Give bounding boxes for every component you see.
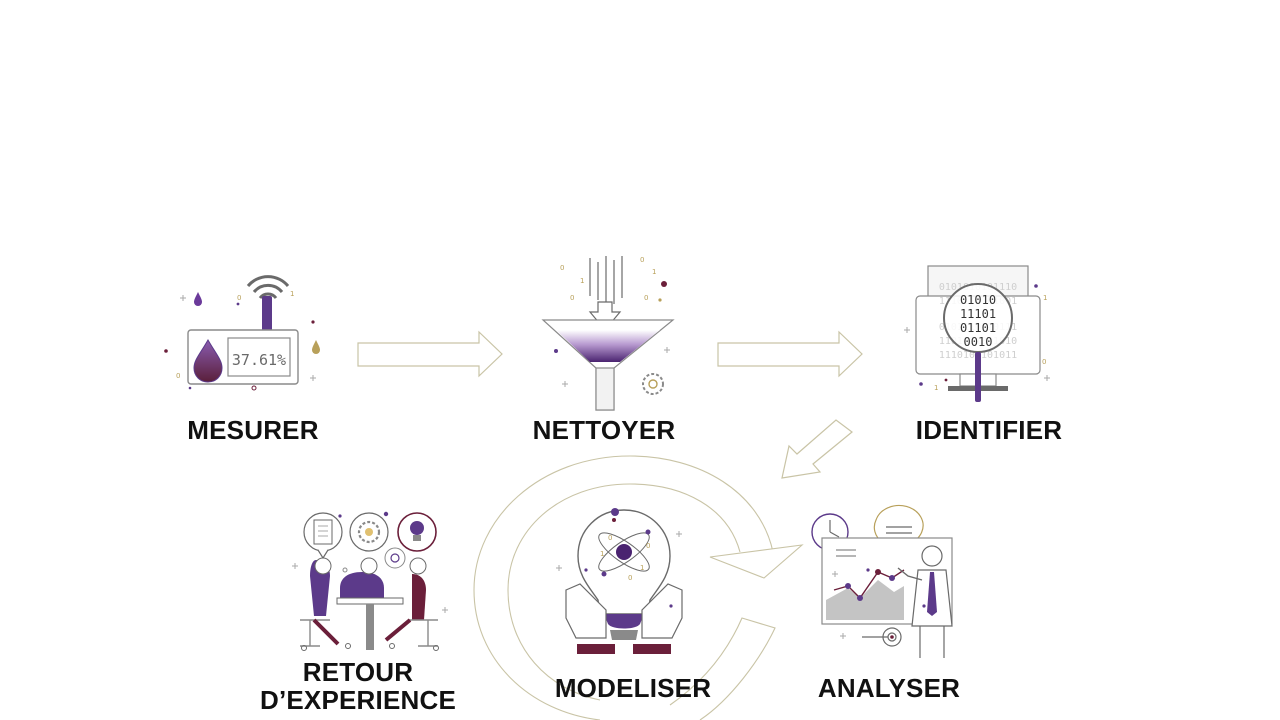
svg-text:01010: 01010 <box>960 293 996 307</box>
svg-text:01101: 01101 <box>960 321 996 335</box>
svg-text:1: 1 <box>652 268 656 276</box>
svg-text:1: 1 <box>1043 294 1047 302</box>
step-label-analyser: ANALYSER <box>817 673 961 703</box>
step-label-identifier: IDENTIFIER <box>915 415 1063 445</box>
step-label-modeliser: MODELISER <box>554 673 712 703</box>
svg-text:1: 1 <box>580 277 584 285</box>
svg-text:1: 1 <box>600 550 604 558</box>
svg-text:11101: 11101 <box>960 307 996 321</box>
svg-text:0010: 0010 <box>964 335 993 349</box>
svg-text:0: 0 <box>628 574 632 582</box>
svg-text:0: 0 <box>570 294 574 302</box>
arrow-identifier-to-analyser <box>781 419 853 479</box>
step-label-retour-line2: D’EXPERIENCE <box>259 685 456 715</box>
magnifier-data-icon: 0101010101110 1110110101001 010111011011… <box>904 265 1050 402</box>
sensor-readout: 37.61% <box>232 351 286 369</box>
svg-text:1: 1 <box>934 384 938 392</box>
svg-text:0: 0 <box>176 372 180 380</box>
sensor-icon: 37.61% 1 0 0 <box>164 275 320 391</box>
step-label-retour-line1: RETOUR <box>302 657 414 687</box>
svg-text:0: 0 <box>646 542 650 550</box>
step-label-nettoyer: NETTOYER <box>532 415 676 445</box>
svg-text:1: 1 <box>640 564 644 572</box>
step-label-retour-experience: RETOUR D’EXPERIENCE <box>238 658 478 714</box>
arrow-mesurer-to-nettoyer <box>357 330 503 378</box>
step-label-mesurer: MESURER <box>187 415 319 445</box>
presentation-chart-icon <box>811 504 953 658</box>
arrow-nettoyer-to-identifier <box>717 330 863 378</box>
funnel-icon: 0 1 0 1 0 0 <box>541 256 675 411</box>
cycle-arrow <box>473 455 804 720</box>
meeting-icon <box>292 511 448 651</box>
svg-text:0: 0 <box>640 256 644 264</box>
svg-text:0: 0 <box>237 294 241 302</box>
svg-text:0: 0 <box>644 294 648 302</box>
svg-text:0: 0 <box>560 264 564 272</box>
svg-text:0: 0 <box>1042 358 1046 366</box>
svg-text:1: 1 <box>290 290 294 298</box>
svg-text:0: 0 <box>608 534 612 542</box>
